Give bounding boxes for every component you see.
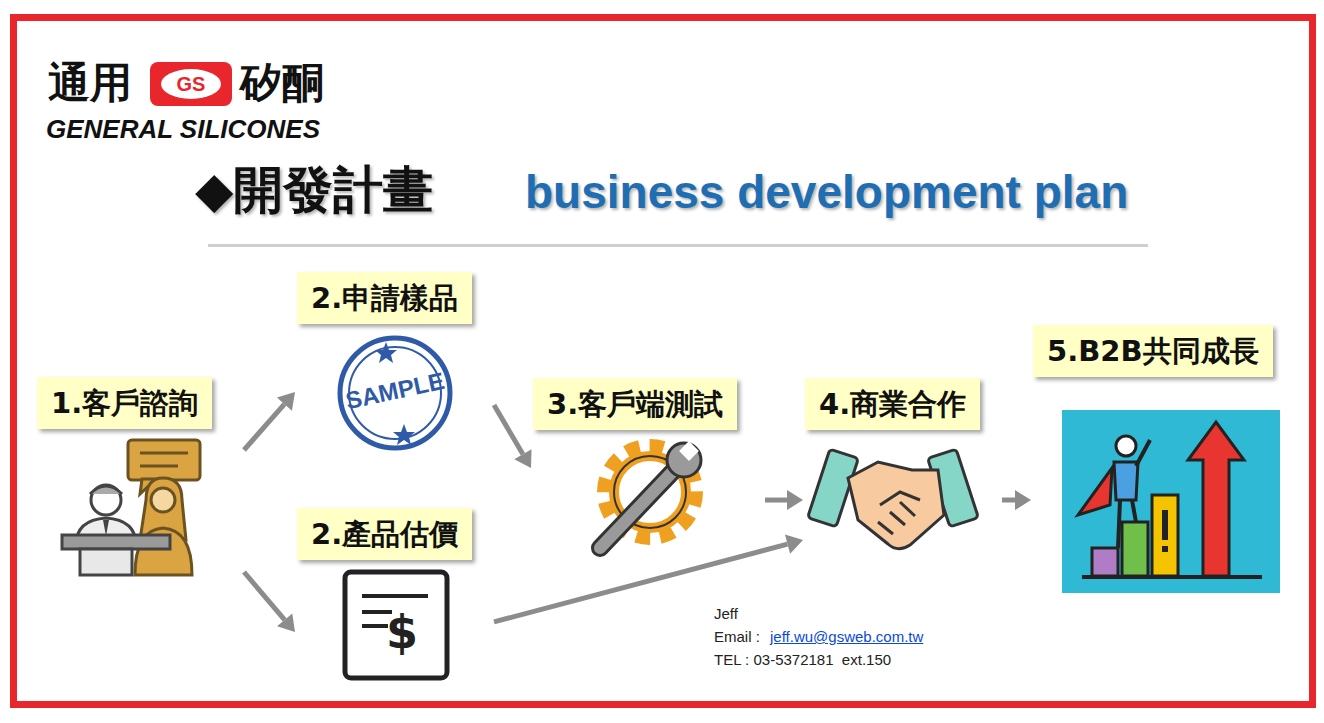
logo-subtitle: GENERAL SILICONES xyxy=(46,114,320,144)
flow-arrow xyxy=(244,572,295,632)
title-rule xyxy=(208,244,1148,247)
stamp-text: SAMPLE xyxy=(338,365,452,417)
step-group: 4.商業合作 xyxy=(805,378,1000,558)
step-label: 3.客戶端測試 xyxy=(533,378,737,430)
handshake-icon xyxy=(808,449,979,549)
contact-phone: TEL : 03-5372181 ext.150 xyxy=(714,650,891,670)
title-english: business development plan xyxy=(525,164,1128,220)
flow-arrow xyxy=(494,534,803,621)
contact-email: jeff.wu@gsweb.com.tw xyxy=(770,627,923,647)
logo-badge xyxy=(150,62,232,106)
currency-symbol: $ xyxy=(386,604,418,660)
flow-arrow xyxy=(494,405,532,468)
step-label: 1.客戶諮詢 xyxy=(37,377,212,429)
step-group: 2.產品估價 xyxy=(297,508,492,683)
step-group: 5.B2B共同成長 xyxy=(1033,325,1291,595)
consult-icon xyxy=(62,440,200,575)
logo-text: 通用 xyxy=(48,56,132,110)
logo-text: 矽酮 xyxy=(240,56,324,110)
flow-arrow xyxy=(244,392,295,450)
flow-arrow xyxy=(1002,490,1031,510)
title-text: ◆開發計畫 xyxy=(195,158,433,222)
contact-name: Jeff xyxy=(714,604,738,624)
step-label: 5.B2B共同成長 xyxy=(1033,325,1273,377)
step-group: 2.申請樣品 xyxy=(297,272,492,455)
step-label: 4.商業合作 xyxy=(805,378,980,430)
flow-arrow xyxy=(765,490,803,510)
logo-badge-text: GS xyxy=(150,62,232,106)
step-group: 1.客戶諮詢 xyxy=(37,377,242,577)
contact-email-label: Email : xyxy=(714,627,760,647)
step-label: 2.申請樣品 xyxy=(297,272,472,324)
step-label: 2.產品估價 xyxy=(297,508,472,560)
growth-icon xyxy=(1062,410,1280,593)
invoice-icon xyxy=(345,572,447,678)
step-group: 3.客戶端測試 xyxy=(533,378,763,558)
gear-wrench-icon xyxy=(600,441,701,548)
